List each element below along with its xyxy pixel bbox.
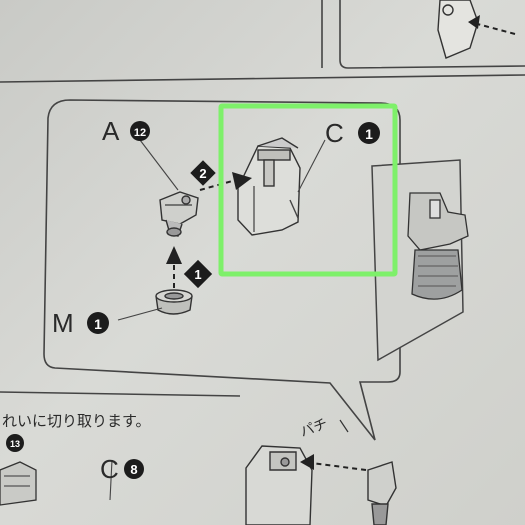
label-m-badge (87, 312, 109, 334)
bottom-center-part (245, 445, 313, 525)
label-13-badge (6, 434, 24, 452)
label-a-badge (130, 121, 150, 141)
label-c8-letter: C (100, 454, 119, 484)
part-m-piece (155, 289, 193, 315)
part-a-piece (159, 191, 199, 237)
label-a-number: 12 (134, 127, 146, 139)
label-c-badge (358, 122, 380, 144)
step1-number: 1 (194, 267, 201, 282)
bottom-right-part (367, 461, 397, 525)
highlight-box (218, 103, 398, 277)
bottom-panel-border (0, 391, 241, 397)
label-m-letter: M (52, 308, 74, 338)
step2-arrow (199, 172, 252, 191)
top-arrow (468, 15, 516, 35)
part-c-piece (237, 137, 301, 236)
top-panel-border (0, 0, 525, 83)
label-13-number: 13 (10, 439, 20, 449)
leader-lines (109, 139, 326, 501)
step1-arrow (166, 246, 182, 288)
label-m-number: 1 (94, 316, 102, 332)
snap-mark (339, 419, 349, 433)
label-a-letter: A (102, 116, 120, 146)
label-c8-badge (124, 459, 144, 479)
side-view-part (407, 192, 469, 300)
top-partial-part (437, 0, 479, 59)
label-c-number: 1 (365, 126, 373, 142)
instruction-text: れいに切り取ります。 (2, 412, 151, 430)
step2-number: 2 (199, 166, 206, 181)
main-panel-border (43, 99, 401, 441)
label-c8-number: 8 (130, 462, 137, 477)
label-c-letter: C (325, 118, 344, 148)
bottom-left-part (0, 461, 37, 506)
bottom-arrow (300, 454, 367, 471)
